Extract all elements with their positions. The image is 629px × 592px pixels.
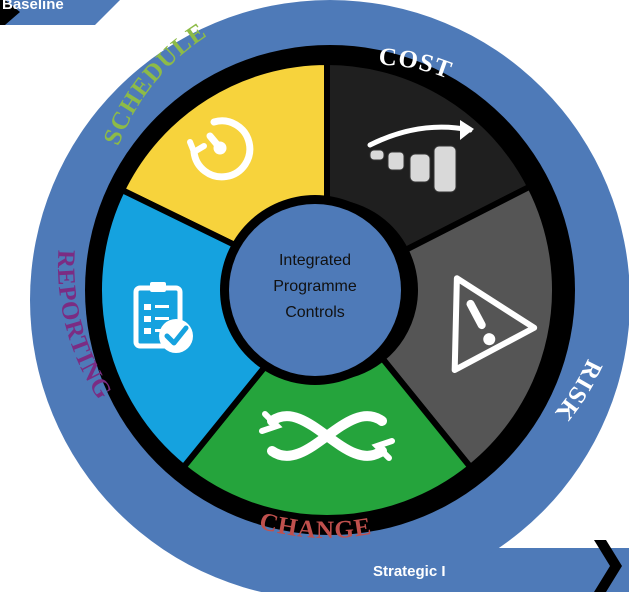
center-line-3: Controls: [285, 304, 345, 321]
baseline-chevron: [0, 0, 20, 25]
coins-growth-icon: [367, 120, 474, 193]
strategic-label: Strategic I: [373, 563, 446, 580]
cycle-arrows-icon: [259, 411, 395, 461]
clipboard-check-icon: [133, 282, 193, 353]
warning-icon: [451, 275, 538, 374]
baseline-label: Baseline: [2, 0, 64, 13]
center-circle: [229, 204, 401, 376]
baseline-arrow-shape: [0, 0, 120, 25]
risk-segment: [378, 182, 558, 472]
center-line-1: Integrated: [279, 252, 351, 269]
stopwatch-icon: [187, 117, 254, 181]
center-line-2: Programme: [273, 278, 357, 295]
strategic-chevron: [594, 540, 622, 592]
